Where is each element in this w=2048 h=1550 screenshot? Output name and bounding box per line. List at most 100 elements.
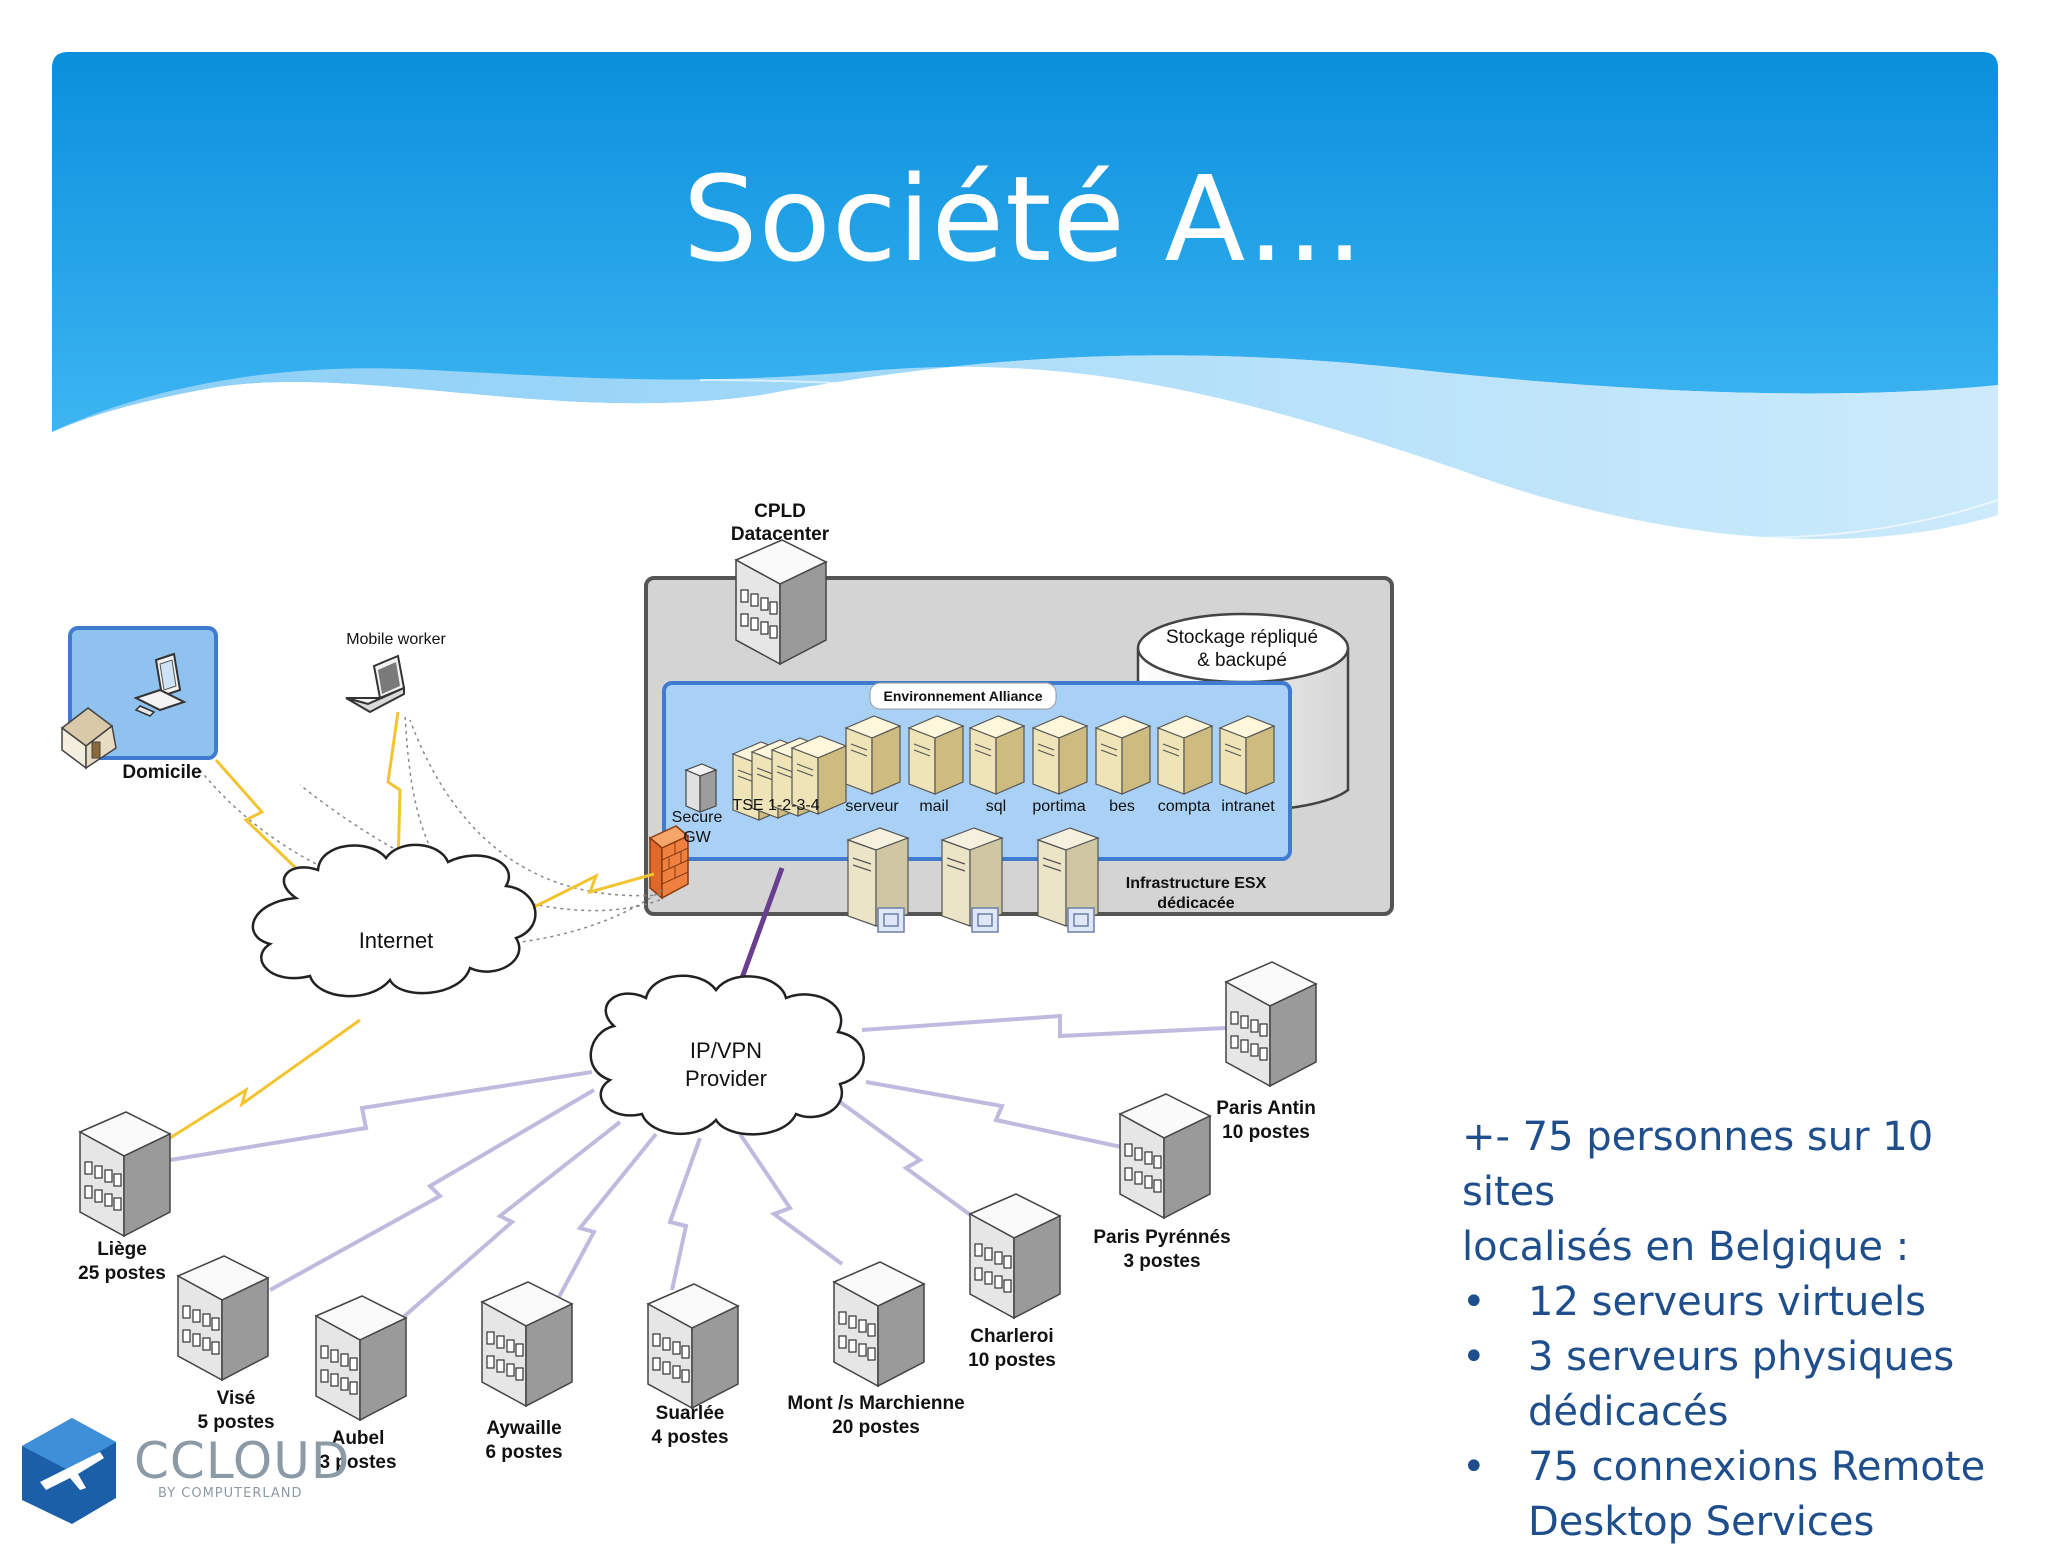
environment-label: Environnement Alliance — [884, 688, 1043, 704]
site-mont-postes: 20 postes — [832, 1417, 920, 1438]
site-pyrennes-postes: 3 postes — [1123, 1251, 1200, 1272]
site-liege-building — [79, 1111, 171, 1237]
header-band — [52, 52, 1998, 432]
workstation-icon — [133, 652, 187, 717]
link-ipvpn-aubel — [398, 1120, 622, 1322]
server-serveur-icon — [845, 715, 901, 795]
ipvpn-cloud — [589, 974, 865, 1136]
firewall-icon — [648, 825, 690, 900]
info-bullet-text-2: Desktop Services — [1528, 1499, 1875, 1545]
site-antin-name: Paris Antin — [1216, 1098, 1316, 1119]
site-mont-building — [833, 1261, 925, 1387]
site-aubel-name: Aubel — [332, 1428, 385, 1449]
info-intro-1: +- 75 personnes sur 10 sites — [1462, 1114, 1934, 1215]
server-portima-icon — [1032, 715, 1088, 795]
site-suarlee-postes: 4 postes — [651, 1427, 728, 1448]
info-bullets: • 12 serveurs virtuels • 3 serveurs physiq… — [1462, 1275, 2022, 1550]
datacenter-label-1: CPLD — [754, 501, 806, 522]
site-charleroi-name: Charleroi — [970, 1326, 1053, 1347]
datacenter-building — [735, 539, 827, 665]
ccloud-logo-icon — [22, 1418, 116, 1524]
storage-label-1: Stockage répliqué — [1166, 627, 1318, 648]
esx-label-1: Infrastructure ESX — [1126, 875, 1267, 892]
link-liege-internet — [169, 1018, 361, 1140]
ipvpn-label-2: Provider — [685, 1066, 767, 1091]
server-label-serveur: serveur — [845, 798, 899, 815]
secure-gw-label-2: GW — [683, 829, 711, 846]
site-antin-building — [1225, 961, 1317, 1087]
storage-label-2: & backupé — [1197, 650, 1287, 671]
server-mail-icon — [908, 715, 964, 795]
site-vise-building — [177, 1255, 269, 1381]
site-suarlee-name: Suarlée — [656, 1403, 725, 1424]
site-vise-name: Visé — [217, 1388, 256, 1409]
site-antin-postes: 10 postes — [1222, 1122, 1310, 1143]
esx-server-2-icon — [941, 827, 1003, 933]
logo-sub: BY COMPUTERLAND — [158, 1486, 303, 1501]
link-internet-firewall — [531, 872, 655, 910]
site-liege-name: Liège — [97, 1239, 147, 1260]
info-intro-2: localisés en Belgique : — [1462, 1224, 1910, 1270]
server-label-sql: sql — [986, 798, 1006, 815]
server-sql-icon — [969, 715, 1025, 795]
secure-gw-icon — [684, 763, 718, 813]
link-domicile-internet — [214, 759, 302, 874]
link-ipvpn-charleroi — [838, 1100, 982, 1224]
info-bullet-text: 12 serveurs virtuels — [1528, 1279, 1926, 1325]
environment-label-box — [869, 682, 1057, 710]
home-icon — [60, 707, 117, 770]
site-pyrennes-building — [1119, 1093, 1211, 1219]
site-aubel-postes: 3 postes — [319, 1452, 396, 1473]
site-aywaille-building — [481, 1281, 573, 1407]
site-aywaille-name: Aywaille — [486, 1418, 561, 1439]
site-liege-postes: 25 postes — [78, 1263, 166, 1284]
info-bullet-text: 3 serveurs physiques — [1528, 1334, 1955, 1380]
internet-cloud — [251, 843, 537, 998]
server-intranet-icon — [1219, 715, 1275, 795]
server-label-intranet: intranet — [1221, 798, 1275, 815]
site-suarlee-building — [647, 1283, 739, 1409]
info-bullet-text-2: dédicacés — [1528, 1389, 1729, 1435]
info-panel: +- 75 personnes sur 10 sites localisés e… — [1462, 1110, 2022, 1550]
secure-gw-label-1: Secure — [672, 809, 723, 826]
site-charleroi-postes: 10 postes — [968, 1350, 1056, 1371]
server-label-compta: compta — [1158, 798, 1211, 815]
header-wave — [52, 355, 1998, 540]
site-vise-postes: 5 postes — [197, 1412, 274, 1433]
mobile-worker-label: Mobile worker — [346, 631, 446, 648]
slide-title: Société A… — [682, 150, 1366, 288]
link-ipvpn-vise — [269, 1088, 596, 1292]
esx-label-2: dédicacée — [1157, 895, 1234, 912]
link-ipvpn-aywaille — [550, 1132, 658, 1311]
bullet-dot: • — [1462, 1444, 1486, 1490]
link-mobile-internet — [386, 711, 402, 869]
site-pyrennes-name: Paris Pyrénnés — [1093, 1227, 1230, 1248]
link-ipvpn-pyrennes — [865, 1080, 1127, 1150]
link-ipvpn-mont — [738, 1132, 844, 1266]
esx-server-1-icon — [847, 827, 909, 933]
server-label-portima: portima — [1032, 798, 1085, 815]
ipvpn-label-1: IP/VPN — [690, 1038, 762, 1063]
link-ipvpn-liege — [169, 1070, 593, 1162]
site-charleroi-building — [969, 1193, 1061, 1319]
site-mont-name: Mont /s Marchienne — [787, 1393, 964, 1414]
info-bullet-text: 75 connexions Remote — [1528, 1444, 1986, 1490]
server-compta-icon — [1157, 715, 1213, 795]
datacenter-label-2: Datacenter — [731, 524, 830, 545]
internet-label: Internet — [359, 928, 434, 953]
domicile-label: Domicile — [122, 762, 201, 783]
laptop-icon — [345, 654, 406, 714]
site-aywaille-postes: 6 postes — [485, 1442, 562, 1463]
link-ipvpn-antin — [861, 1013, 1227, 1039]
server-bes-icon — [1095, 715, 1151, 795]
server-label-mail: mail — [919, 798, 948, 815]
bullet-dot: • — [1462, 1334, 1486, 1380]
bullet-dot: • — [1462, 1279, 1486, 1325]
server-label-bes: bes — [1109, 798, 1135, 815]
info-bullet: • 12 serveurs virtuels — [1462, 1275, 2022, 1330]
esx-server-3-icon — [1037, 827, 1099, 933]
link-ipvpn-suarlee — [667, 1137, 702, 1291]
